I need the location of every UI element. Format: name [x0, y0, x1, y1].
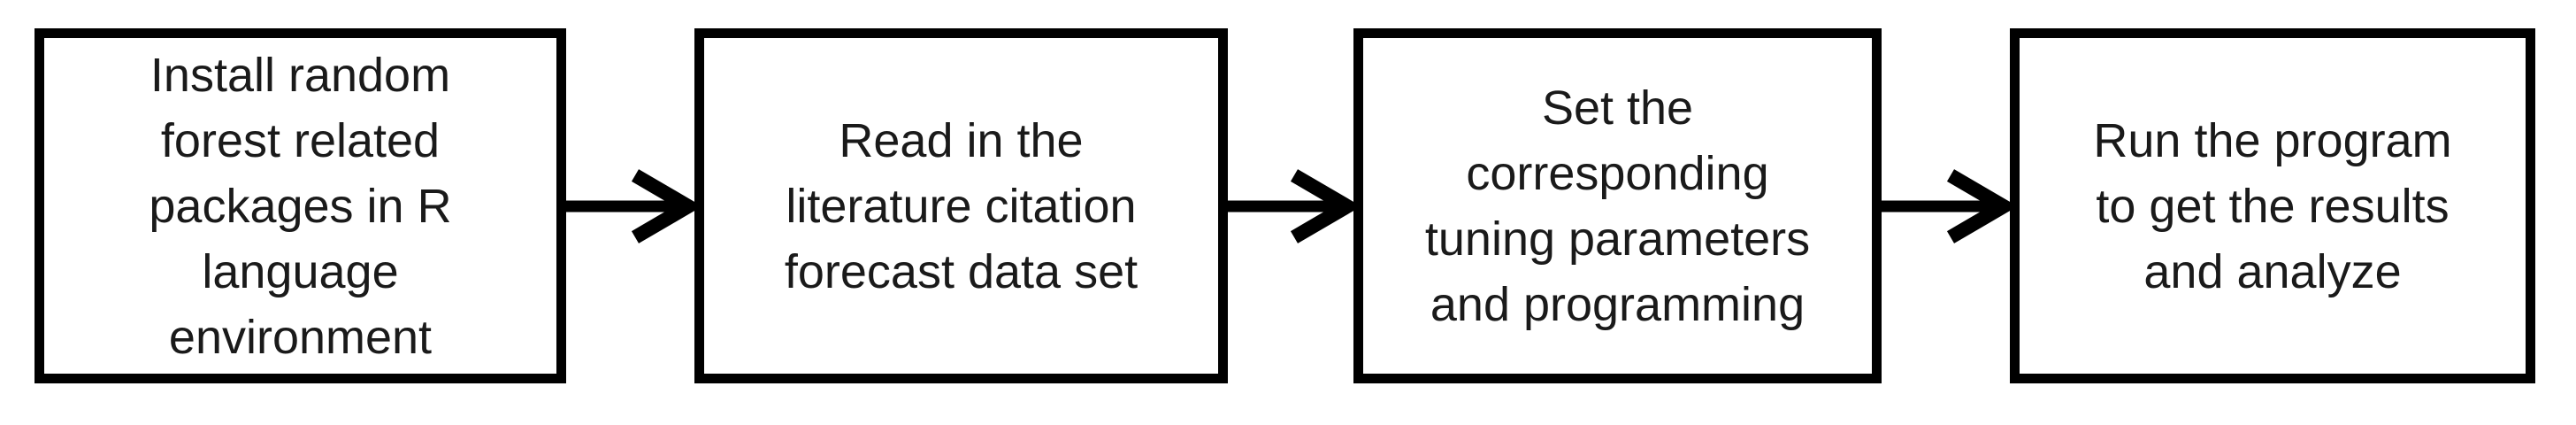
step-box-2: Read in the literature citation forecast…: [694, 28, 1228, 383]
step-box-1: Install random forest related packages i…: [34, 28, 566, 383]
step-3-label: Set the corresponding tuning parameters …: [1424, 81, 1811, 331]
step-1-label: Install random forest related packages i…: [149, 48, 452, 364]
arrow-right-icon: [566, 169, 694, 243]
step-box-3: Set the corresponding tuning parameters …: [1353, 28, 1882, 383]
step-2-label: Read in the literature citation forecast…: [784, 113, 1138, 298]
arrow-right-icon: [1882, 169, 2010, 243]
arrow-right-icon: [1228, 169, 1353, 243]
step-4-label: Run the program to get the results and a…: [2093, 113, 2452, 298]
step-box-4: Run the program to get the results and a…: [2010, 28, 2535, 383]
